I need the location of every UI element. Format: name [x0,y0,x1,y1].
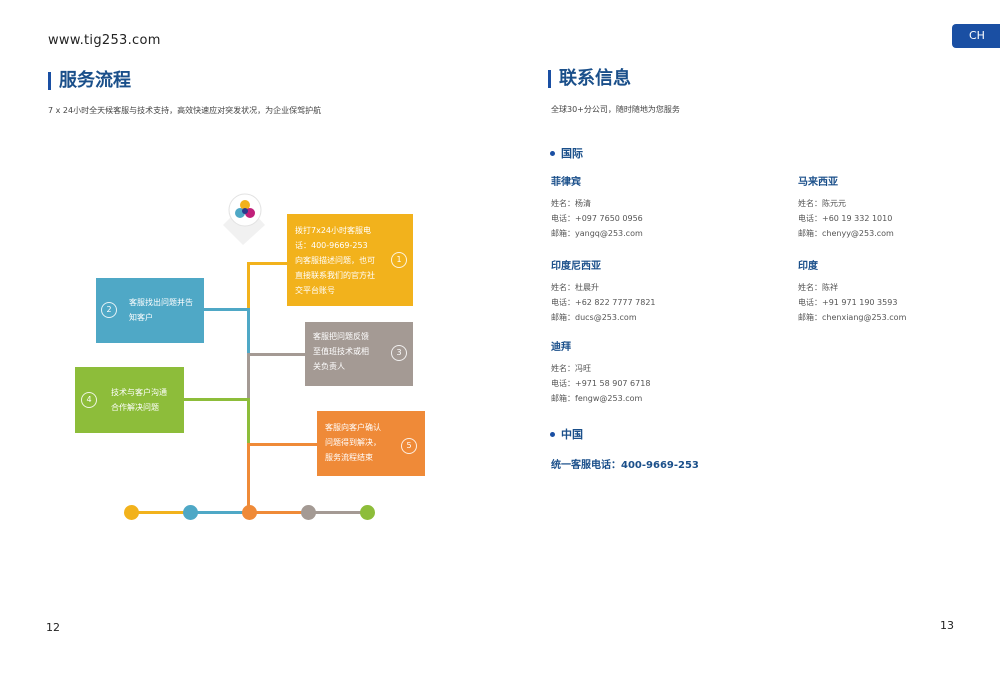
office-city: 菲律宾 [551,177,581,188]
timeline-orange [249,511,308,514]
timeline-dot-yellow [124,505,139,520]
step-1-line: 交平台账号 [295,286,335,295]
flow-line-blue [247,308,250,353]
step-4-line: 合作解决问题 [111,403,159,412]
office-city: 印度 [798,261,818,272]
timeline-dot-blue [183,505,198,520]
step-1-line: 向客服描述问题，也可 [295,256,375,265]
flow-line-green-branch [184,398,249,401]
flow-line-blue-branch [204,308,249,311]
flow-step-4: 4 技术与客户沟通 合作解决问题 [75,367,184,433]
logo-icon [205,185,265,245]
office-name: 姓名：杜晨升 [551,283,599,292]
office-indonesia: 印度尼西亚 姓名：杜晨升 电话：+62 822 7777 7821 邮箱：duc… [551,257,656,325]
timeline-yellow [131,511,191,514]
step-1-number: 1 [391,252,407,268]
service-description: 7 x 24小时全天候客服与技术支持，高效快速应对突发状况，为企业保驾护航 [48,106,322,115]
step-4-number: 4 [81,392,97,408]
step-3-number: 3 [391,345,407,361]
office-phone[interactable]: 电话：+971 58 907 6718 [551,379,651,388]
page-number-left: 12 [46,621,60,634]
international-heading: 国际 [550,145,583,161]
office-philippines: 菲律宾 姓名：杨清 电话：+097 7650 0956 邮箱：yangq@253… [551,173,643,241]
timeline-gray [308,511,367,514]
flow-line-orange [247,443,250,513]
office-phone[interactable]: 电话：+91 971 190 3593 [798,298,898,307]
office-email[interactable]: 邮箱：yangq@253.com [551,229,643,238]
flow-line-gray-branch [247,353,305,356]
flow-line-orange-branch [247,443,317,446]
office-city: 迪拜 [551,342,571,353]
office-phone[interactable]: 电话：+60 19 332 1010 [798,214,893,223]
flow-line-green [247,398,250,443]
office-name: 姓名：冯旺 [551,364,591,373]
contact-description: 全球30+分公司，随时随地为您服务 [551,105,680,114]
step-5-line: 问题得到解决， [325,438,381,447]
office-email[interactable]: 邮箱：ducs@253.com [551,313,637,322]
step-2-line: 知客户 [129,313,153,322]
flow-line-yellow-branch [247,262,287,265]
office-malaysia: 马来西亚 姓名：陈元元 电话：+60 19 332 1010 邮箱：chenyy… [798,173,894,241]
flow-line-gray [247,353,250,398]
contact-title: 联系信息 [548,68,631,90]
site-url[interactable]: www.tig253.com [48,33,161,48]
office-dubai: 迪拜 姓名：冯旺 电话：+971 58 907 6718 邮箱：fengw@25… [551,338,650,406]
office-name: 姓名：陈祥 [798,283,838,292]
office-name: 姓名：陈元元 [798,199,846,208]
step-1-line: 话：400-9669-253 [295,241,368,250]
timeline-dot-orange [242,505,257,520]
step-3-line: 至值班技术或相 [313,347,369,356]
flow-line-yellow [247,262,250,308]
timeline-blue [191,511,249,514]
step-1-line: 拨打7x24小时客服电 [295,226,372,235]
flow-step-5: 客服向客户确认 问题得到解决， 服务流程结束 5 [317,411,425,476]
step-1-line: 直接联系我们的官方社 [295,271,375,280]
office-city: 印度尼西亚 [551,261,601,272]
china-heading: 中国 [550,426,583,442]
office-email[interactable]: 邮箱：chenyy@253.com [798,229,894,238]
step-5-line: 服务流程结束 [325,453,373,462]
timeline-dot-green [360,505,375,520]
flow-step-1: 拨打7x24小时客服电 话：400-9669-253 向客服描述问题，也可 直接… [287,214,413,306]
office-city: 马来西亚 [798,177,838,188]
office-email[interactable]: 邮箱：fengw@253.com [551,394,643,403]
office-name: 姓名：杨清 [551,199,591,208]
office-email[interactable]: 邮箱：chenxiang@253.com [798,313,907,322]
step-5-line: 客服向客户确认 [325,423,381,432]
flow-step-2: 2 客服找出问题并告 知客户 [96,278,204,343]
office-phone[interactable]: 电话：+62 822 7777 7821 [551,298,656,307]
step-5-number: 5 [401,438,417,454]
language-tab[interactable]: CH [952,24,1000,48]
step-2-line: 客服找出问题并告 [129,298,193,307]
service-title: 服务流程 [48,70,131,92]
flow-step-3: 客服把问题反馈 至值班技术或相 关负责人 3 [305,322,413,386]
step-3-line: 关负责人 [313,362,345,371]
step-4-line: 技术与客户沟通 [111,388,167,397]
timeline-dot-gray [301,505,316,520]
page-number-right: 13 [940,619,954,632]
office-phone[interactable]: 电话：+097 7650 0956 [551,214,643,223]
step-3-line: 客服把问题反馈 [313,332,369,341]
step-2-number: 2 [101,302,117,318]
unified-hotline[interactable]: 统一客服电话：400-9669-253 [551,460,699,471]
office-india: 印度 姓名：陈祥 电话：+91 971 190 3593 邮箱：chenxian… [798,257,906,325]
